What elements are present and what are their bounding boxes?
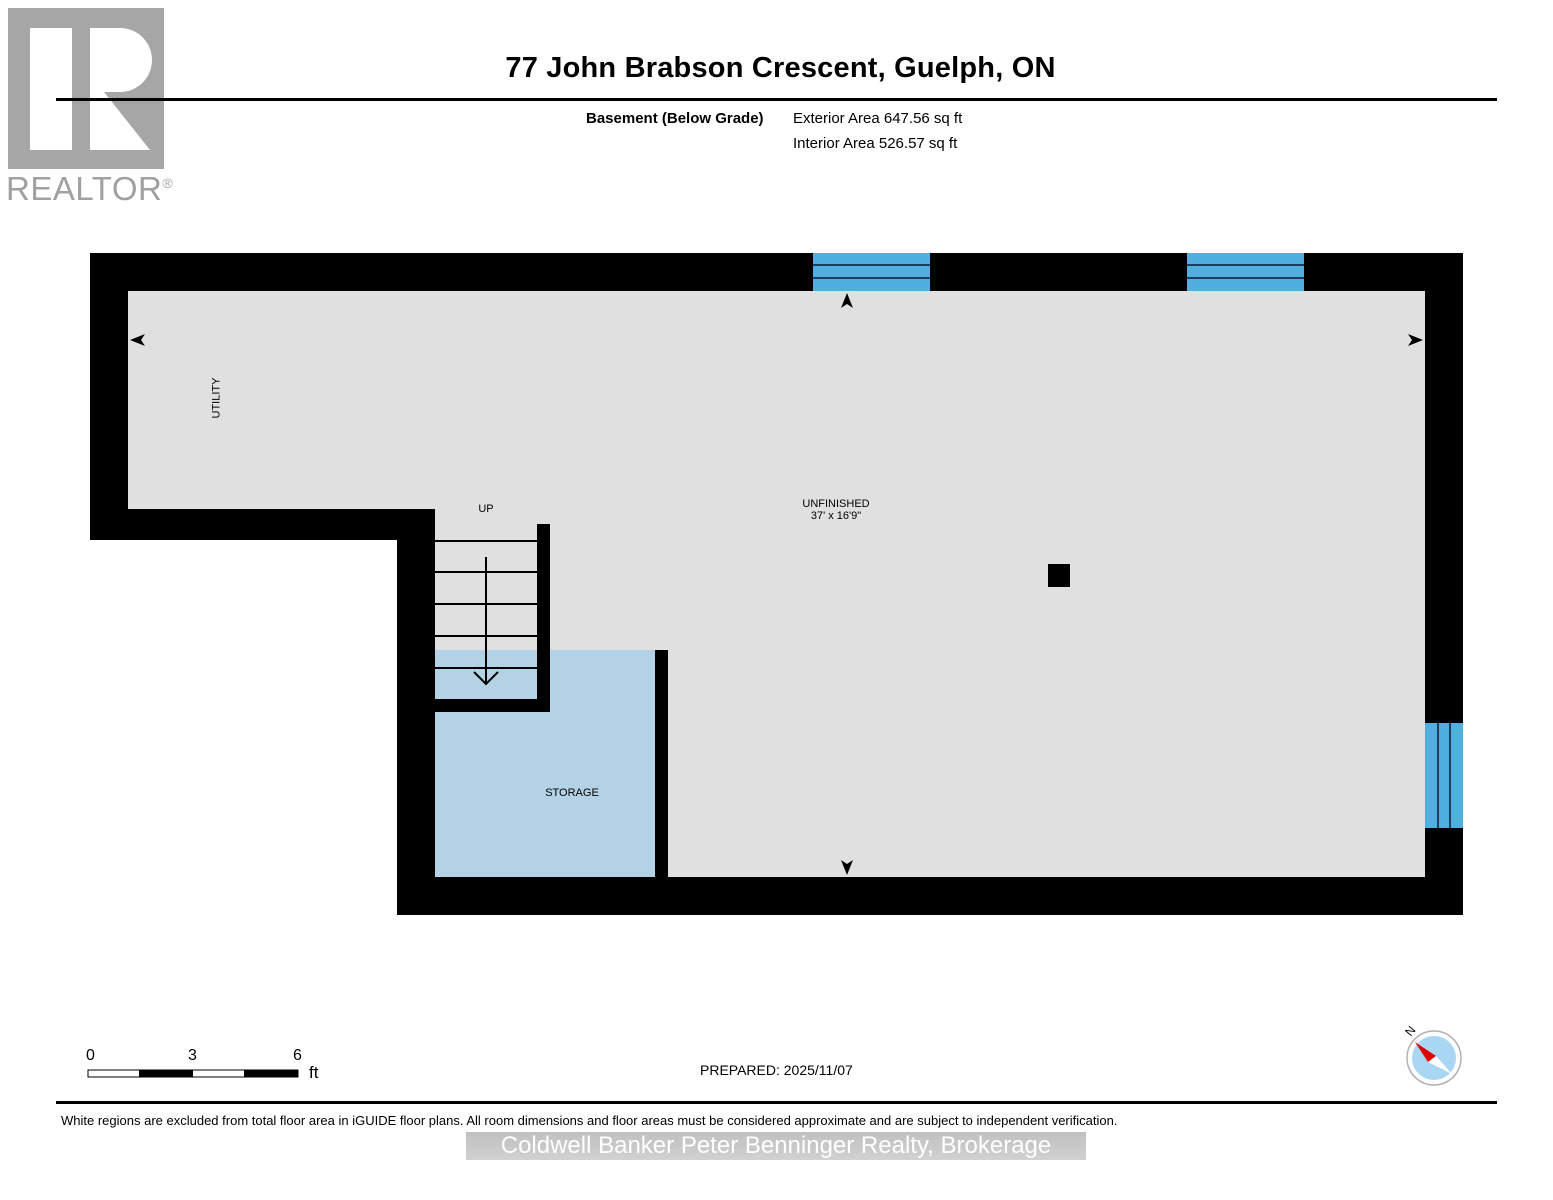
scale-tick-3: 3 — [188, 1047, 197, 1064]
disclaimer-text: White regions are excluded from total fl… — [61, 1113, 1118, 1128]
realtor-logo: REALTOR® — [6, 8, 173, 208]
realtor-logo-text: REALTOR — [6, 170, 163, 207]
dimension-marker-left-icon — [130, 334, 145, 346]
scale-bar — [87, 1069, 299, 1078]
stair-arrow-icon — [473, 557, 499, 686]
scale-tick-6: 6 — [293, 1047, 302, 1064]
dimension-marker-right-icon — [1408, 334, 1423, 346]
compass-north-icon — [1406, 1030, 1462, 1086]
room-label-storage: STORAGE — [545, 787, 599, 799]
dimension-marker-top-icon — [841, 293, 853, 308]
dimension-marker-bottom-icon — [841, 860, 853, 875]
header-divider — [56, 98, 1497, 101]
support-column — [1048, 564, 1070, 587]
exterior-area: Exterior Area 647.56 sq ft — [793, 110, 963, 127]
room-name: UNFINISHED — [802, 498, 870, 510]
room-label-unfinished: UNFINISHED 37' x 16'9" — [776, 498, 896, 522]
realtor-r-logo-icon — [8, 8, 164, 169]
level-label: Basement (Below Grade) — [586, 110, 764, 127]
brokerage-watermark: Coldwell Banker Peter Benninger Realty, … — [466, 1132, 1086, 1160]
room-label-utility: UTILITY — [210, 377, 223, 419]
page-title: 77 John Brabson Crescent, Guelph, ON — [505, 52, 1056, 84]
window-right — [1425, 723, 1463, 828]
compass: N — [1398, 1022, 1468, 1092]
interior-area: Interior Area 526.57 sq ft — [793, 135, 958, 152]
window-top-1 — [813, 253, 930, 291]
floor-area — [128, 291, 1425, 877]
storage-wall — [655, 650, 668, 877]
footer-divider — [56, 1101, 1497, 1104]
scale-tick-0: 0 — [86, 1047, 95, 1064]
stair-wall-bottom — [435, 699, 550, 712]
prepared-date: PREPARED: 2025/11/07 — [700, 1062, 853, 1078]
stairs-up-label: UP — [478, 503, 494, 515]
registered-mark: ® — [162, 175, 174, 191]
window-top-2 — [1187, 253, 1304, 291]
scale-unit: ft — [309, 1063, 319, 1082]
room-dimensions: 37' x 16'9" — [810, 510, 862, 522]
stair-wall-right — [537, 524, 550, 712]
